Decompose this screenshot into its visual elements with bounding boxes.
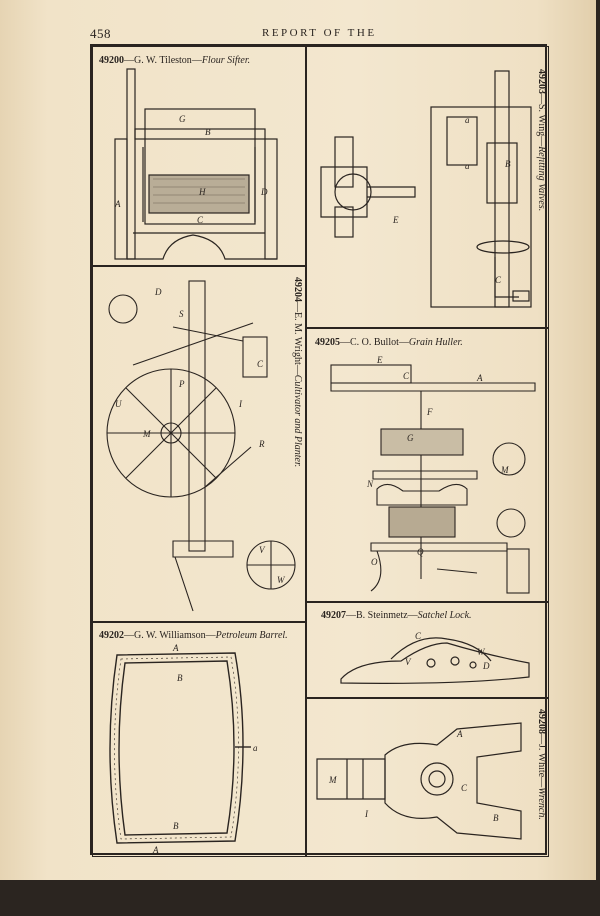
- figure-49207-panel: 49207—B. Steinmetz—Satchel Lock. C V W D: [306, 602, 549, 698]
- patent-number: 49204: [292, 277, 303, 302]
- label-a-top: a: [465, 115, 470, 125]
- label-B-top: B: [177, 673, 183, 683]
- label-R: R: [258, 439, 265, 449]
- label-W: W: [277, 575, 286, 585]
- label-B-bottom: B: [173, 821, 179, 831]
- label-E: E: [376, 355, 383, 365]
- invention-title: Petroleum Barrel.: [215, 630, 288, 641]
- label-F: F: [426, 407, 433, 417]
- figure-49208-panel: A M C B I 49208—J. White—Wrench.: [306, 698, 549, 857]
- inventor: J. White: [536, 744, 547, 778]
- label-Q: Q: [417, 547, 424, 557]
- label-H: H: [198, 187, 206, 197]
- label-S: S: [179, 309, 184, 319]
- label-A: A: [114, 199, 121, 209]
- label-P: P: [178, 379, 185, 389]
- figure-49200-caption: 49200—G. W. Tileston—Flour Sifter.: [99, 55, 251, 66]
- label-N: N: [366, 479, 374, 489]
- label-C: C: [257, 359, 264, 369]
- invention-title: Refitting Valves.: [536, 146, 547, 212]
- label-A: A: [476, 373, 483, 383]
- label-a: a: [253, 743, 258, 753]
- inventor: G. W. Williamson: [134, 630, 206, 641]
- figure-49203-caption: 49203—S. Wing—Refitting Valves.: [536, 69, 547, 212]
- satchel-lock-drawing: C V W D: [340, 631, 530, 684]
- label-D: D: [482, 661, 490, 671]
- patent-number: 49203: [536, 69, 547, 94]
- invention-title: Cultivator and Planter.: [292, 374, 303, 468]
- figure-49205-panel: 49205—C. O. Bullot—Grain Huller.: [306, 328, 549, 602]
- patent-number: 49205: [315, 337, 340, 348]
- figure-49208-caption: 49208—J. White—Wrench.: [536, 709, 547, 820]
- figure-49204-panel: D S P C I U M R V W 49204—E. M. Wright—C…: [92, 266, 306, 622]
- label-I: I: [364, 809, 369, 819]
- cultivator-planter-drawing: D S P C I U M R V W: [106, 280, 296, 612]
- invention-title: Flour Sifter.: [201, 55, 251, 66]
- figure-49205-caption: 49205—C. O. Bullot—Grain Huller.: [315, 337, 463, 348]
- label-D: D: [260, 187, 268, 197]
- label-C: C: [403, 371, 410, 381]
- label-E: E: [392, 215, 399, 225]
- label-U: U: [115, 399, 122, 409]
- label-G: G: [407, 433, 414, 443]
- label-V: V: [405, 657, 412, 667]
- label-D: D: [154, 287, 162, 297]
- label-C: C: [197, 215, 204, 225]
- running-head: REPORT OF THE: [262, 27, 377, 39]
- plate-frame: 49200—G. W. Tileston—Flour Sifter.: [90, 44, 549, 857]
- label-B: B: [493, 813, 499, 823]
- label-A-top: A: [172, 643, 179, 653]
- inventor: E. M. Wright: [292, 312, 303, 365]
- invention-title: Satchel Lock.: [417, 610, 472, 621]
- label-A-top: A: [456, 729, 463, 739]
- patent-number: 49200: [99, 55, 124, 66]
- figure-49207-caption: 49207—B. Steinmetz—Satchel Lock.: [321, 610, 472, 621]
- inventor: C. O. Bullot: [350, 337, 399, 348]
- grain-huller-drawing: E C A F G M N O Q: [330, 355, 536, 594]
- label-I: I: [238, 399, 243, 409]
- petroleum-barrel-drawing: A B a B A: [109, 643, 258, 855]
- invention-title: Grain Huller.: [408, 337, 463, 348]
- label-A-bottom: A: [152, 845, 159, 855]
- label-C: C: [461, 783, 468, 793]
- label-M: M: [500, 465, 509, 475]
- label-C: C: [415, 631, 422, 641]
- flour-sifter-drawing: G B H A C D: [114, 68, 278, 260]
- figure-49200-panel: 49200—G. W. Tileston—Flour Sifter.: [92, 46, 306, 266]
- label-a-bottom: a: [465, 161, 470, 171]
- label-B: B: [205, 127, 211, 137]
- refitting-valves-drawing: a a E B C: [320, 70, 532, 308]
- label-O: O: [371, 557, 378, 567]
- wrench-drawing: A M C B I: [316, 722, 522, 840]
- figure-49202-caption: 49202—G. W. Williamson—Petroleum Barrel.: [99, 630, 288, 641]
- inventor: B. Steinmetz: [356, 610, 408, 621]
- patent-number: 49208: [536, 709, 547, 734]
- patent-number: 49202: [99, 630, 124, 641]
- figure-49203-panel: a a E B C 49203—S. Wing—Refitting Valves…: [306, 46, 549, 328]
- label-V: V: [259, 545, 266, 555]
- book-page: 458 REPORT OF THE 49200—G. W. Tileston—F…: [0, 0, 596, 880]
- patent-number: 49207: [321, 610, 346, 621]
- invention-title: Wrench.: [536, 787, 547, 820]
- inventor: G. W. Tileston: [134, 55, 192, 66]
- page-number: 458: [90, 26, 111, 41]
- label-B: B: [505, 159, 511, 169]
- label-W: W: [477, 647, 486, 657]
- label-M: M: [328, 775, 337, 785]
- label-G: G: [179, 114, 186, 124]
- label-M: M: [142, 429, 151, 439]
- inventor: S. Wing: [536, 104, 547, 137]
- label-C: C: [495, 275, 502, 285]
- figure-49204-caption: 49204—E. M. Wright—Cultivator and Plante…: [292, 277, 303, 468]
- figure-49202-panel: 49202—G. W. Williamson—Petroleum Barrel.…: [92, 622, 306, 857]
